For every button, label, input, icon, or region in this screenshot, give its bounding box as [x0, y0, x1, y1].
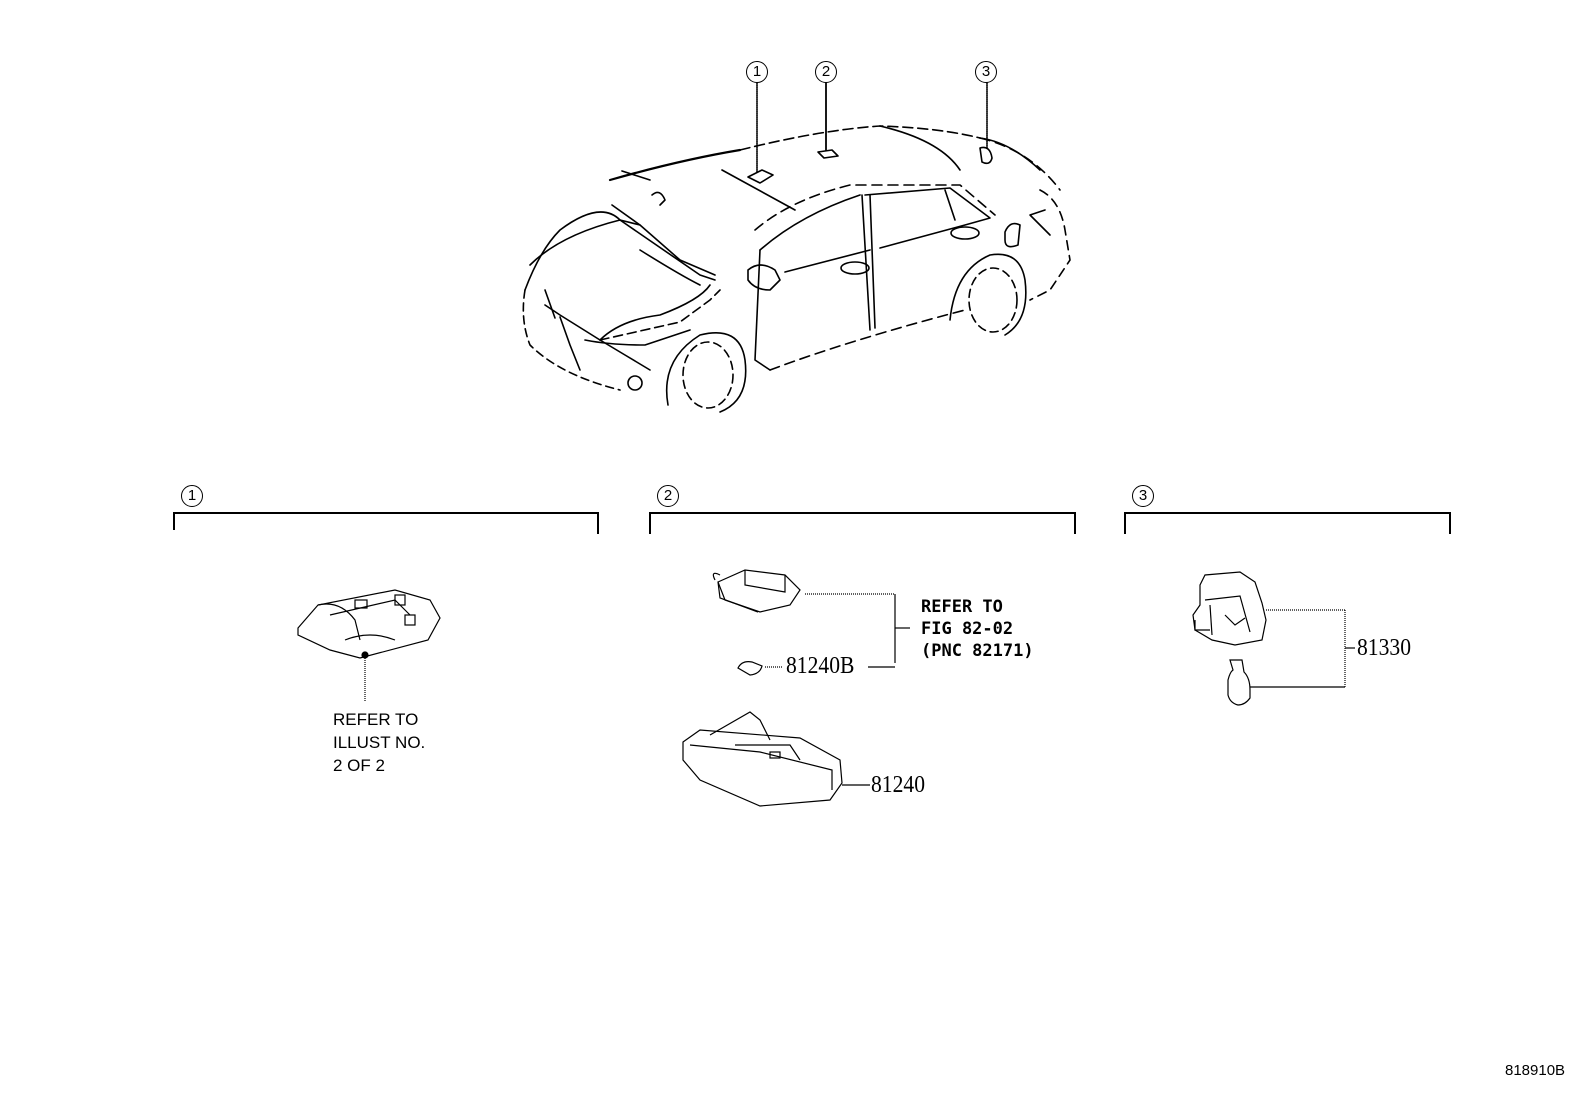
part-number-81330: 81330 [1357, 635, 1411, 661]
section-2-note-line-3: (PNC 82171) [921, 641, 1034, 661]
overview-callout-1: 1 [746, 61, 768, 83]
overview-callout-3: 3 [975, 61, 997, 83]
section-callout-2: 2 [657, 485, 679, 507]
part-number-81240b: 81240B [786, 653, 855, 679]
section-1-note-line-1: REFER TO [333, 710, 419, 729]
section-callout-1: 1 [181, 485, 203, 507]
section-callout-3: 3 [1132, 485, 1154, 507]
overview-callout-2: 2 [815, 61, 837, 83]
figure-id: 818910B [1505, 1062, 1566, 1079]
section-2-note-line-2: FIG 82-02 [921, 619, 1014, 639]
section-1-note-line-2: ILLUST NO. [333, 733, 426, 752]
section-2-note-line-1: REFER TO [921, 597, 1003, 617]
section-1-note-line-3: 2 OF 2 [333, 756, 385, 775]
part-number-81240: 81240 [871, 772, 925, 798]
